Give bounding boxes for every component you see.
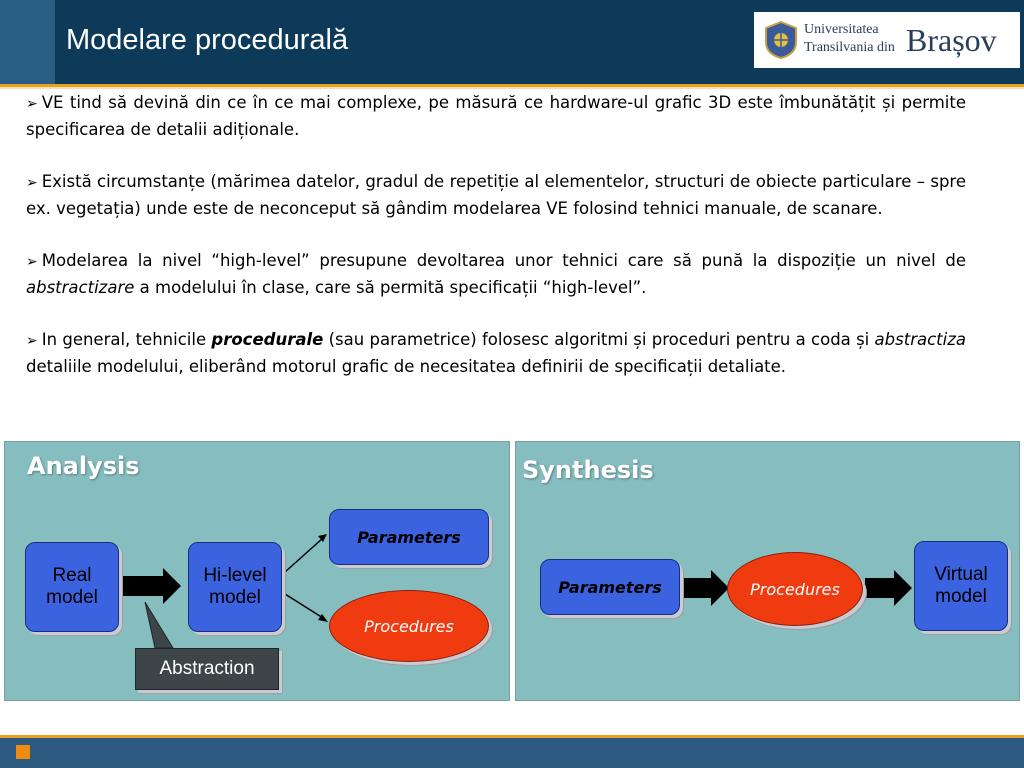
university-logo: Universitatea Transilvania din Brașov [754,12,1020,68]
real-to-hilevel-arrow [120,568,181,604]
analysis-procedures-label: Procedures [364,616,454,636]
bullet-text: Modelarea la nivel “high-level” presupun… [41,251,966,270]
abstraction-pointer [144,601,174,649]
bullet-list: ➢VE tind să devină din ce în ce mai comp… [26,90,966,406]
bullet-text: Există circumstanțe (mărimea datelor, gr… [26,172,966,218]
hi-level-model-box: Hi-level model [188,542,282,632]
virtual-model-label: Virtual model [934,564,988,607]
analysis-panel: Analysis Real model Hi-level model Param… [4,441,510,701]
bullet-paragraph: ➢Modelarea la nivel “high-level” presupu… [26,248,966,301]
synthesis-procedures-ellipse: Procedures [727,552,863,626]
analysis-arrows [120,534,328,649]
procedures-to-virtual-arrow [865,570,912,606]
logo-line2: Transilvania din [804,40,895,55]
bullet-text: In general, tehnicile [41,330,212,349]
logo-city: Brașov [906,22,997,58]
analysis-title: Analysis [27,452,140,480]
arrowhead-procedures [318,614,328,622]
arrowhead-parameters [318,534,327,542]
analysis-procedures-ellipse: Procedures [329,590,489,662]
bullet-paragraph: ➢VE tind să devină din ce în ce mai comp… [26,90,966,143]
logo-line1: Universitatea [804,22,879,37]
footer-square-icon [16,745,30,759]
footer-bar [0,738,1024,768]
synthesis-parameters-label: Parameters [558,577,662,597]
synthesis-arrows [683,570,912,606]
real-model-label: Real model [46,565,98,608]
header-accent-line [0,84,1024,87]
virtual-model-box: Virtual model [914,541,1008,631]
parameters-to-procedures-arrow [683,570,729,606]
bullet-arrow-icon: ➢ [26,96,38,112]
bullet-paragraph: ➢Există circumstanțe (mărimea datelor, g… [26,169,966,222]
analysis-parameters-box: Parameters [329,509,489,565]
header-accent-line-light [0,87,1024,89]
bullet-arrow-icon: ➢ [26,333,38,349]
analysis-parameters-label: Parameters [357,527,461,547]
synthesis-procedures-label: Procedures [750,579,840,599]
bullet-text: abstractizare [26,278,135,297]
slide-title: Modelare procedurală [66,24,349,56]
bullet-text: procedurale [211,330,324,349]
hilevel-to-procedures-arrow [284,593,324,619]
synthesis-parameters-box: Parameters [540,559,680,615]
abstraction-box: Abstraction [135,648,279,690]
bullet-text: detaliile modelului, eliberând motorul g… [26,357,787,376]
abstraction-label: Abstraction [159,658,255,679]
bullet-arrow-icon: ➢ [26,254,38,270]
header-bar: Modelare procedurală Universitatea Trans… [0,0,1024,84]
bullet-text: (sau parametrice) folosesc algoritmi și … [323,330,875,349]
header-left-block [0,0,55,84]
hilevel-to-parameters-arrow [284,537,324,573]
footer-accent-line [0,735,1024,738]
bullet-text: abstractiza [874,330,966,349]
synthesis-panel: Synthesis Parameters Procedures Virtual … [515,441,1020,701]
real-model-box: Real model [25,542,119,632]
hi-level-model-label: Hi-level model [203,565,267,608]
bullet-text: a modelului în clase, care să permită sp… [134,278,647,297]
synthesis-title: Synthesis [522,456,654,484]
bullet-arrow-icon: ➢ [26,175,38,191]
bullet-paragraph: ➢In general, tehnicile procedurale (sau … [26,327,966,380]
university-seal-icon [765,20,797,60]
bullet-text: VE tind să devină din ce în ce mai compl… [26,93,966,139]
